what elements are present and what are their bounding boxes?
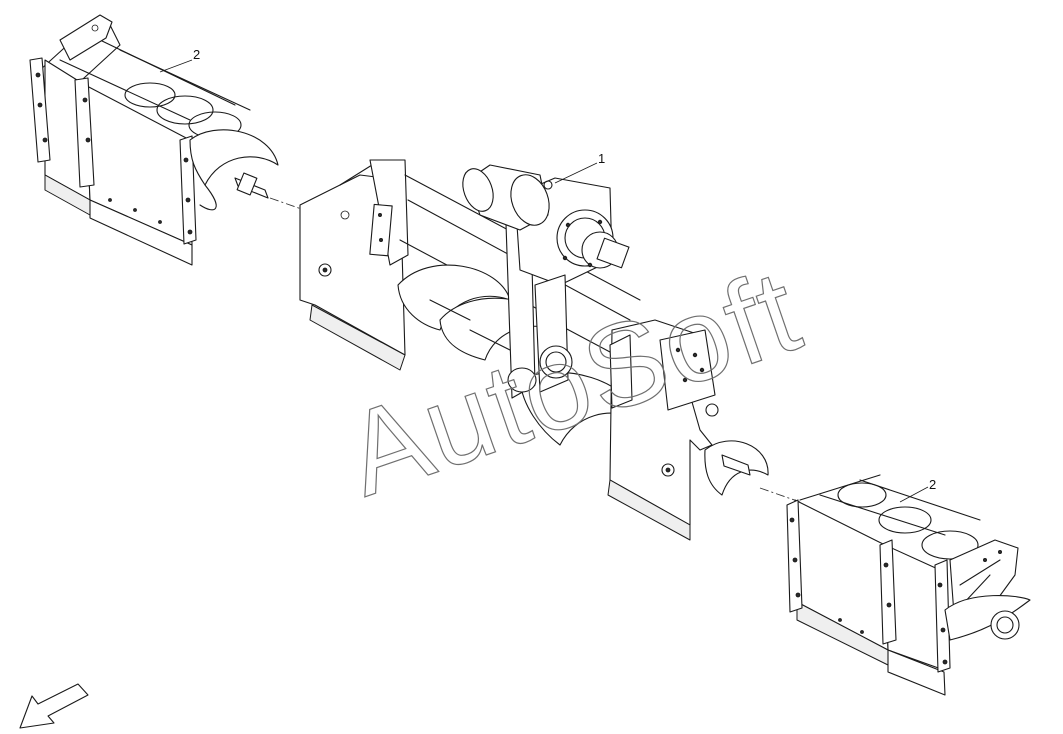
center-axis-line-right	[759, 487, 801, 503]
front-direction-arrow-icon	[19, 683, 89, 729]
callout-1: 1	[554, 151, 605, 184]
callout-2-right-label: 2	[929, 477, 936, 492]
center-auger-drive-assembly	[299, 159, 769, 541]
callout-1-label: 1	[598, 151, 605, 166]
callout-2-left: 2	[159, 47, 200, 73]
callout-2-right: 2	[899, 477, 936, 503]
left-auger-housing	[29, 14, 279, 266]
right-auger-housing	[786, 474, 1031, 696]
callout-2-left-label: 2	[193, 47, 200, 62]
